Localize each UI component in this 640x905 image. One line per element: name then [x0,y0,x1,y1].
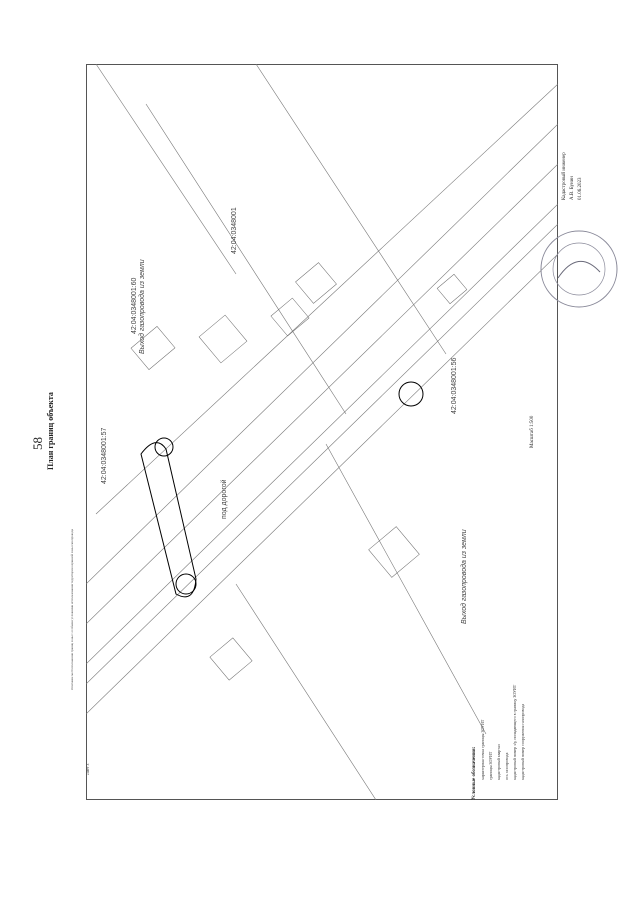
zone-boundary [140,442,197,598]
road-line [86,123,558,585]
parcel-label: 42:04:0348001:57 [101,427,108,484]
parcel-line [325,443,487,735]
annotation: Выход газопровода из земли [138,259,146,354]
building [209,637,253,681]
zone-ring [175,573,197,595]
road-line [86,163,558,625]
zone-ring [154,437,174,457]
parcel-line [145,103,347,415]
quarter-label: 42:04:0348001 [231,207,238,254]
building [130,325,176,371]
building [270,297,310,337]
zone-ring [398,381,424,407]
parcel-line [235,583,377,800]
building [368,526,420,578]
parcel-label: 42:04:0348001:56 [451,357,458,414]
annotation: Выход газопровода из земли [460,529,468,624]
building [295,262,337,304]
cadastral-map: 42:04:0348001 42:04:0348001:60 42:04:034… [86,64,558,800]
road-line [86,203,558,665]
legend-item: ось газопровода [504,752,509,780]
seal-stamp [538,228,620,310]
annotation: под дорогой [220,479,228,519]
legend-item: кадастровый номер з/у, попадающего в гра… [512,684,517,780]
building [436,273,468,305]
building [198,314,248,364]
legend-title: Условные обозначения: [472,746,477,800]
legend-item: кадастровый номер сооружения газопровода [520,703,525,780]
legend-item: границы ЗОУИТ [488,751,493,780]
signature-name: А.В. Бунин [570,176,575,200]
parcel-line [255,64,447,355]
signature-role: Кадастровый инженер [562,152,567,200]
parcel-line [95,64,237,275]
page-number: 58 [30,437,45,450]
legend-item: кадастровый квартал [496,744,501,780]
road-line [86,253,558,715]
plan-title: План границ объекта [46,392,55,470]
road-line [86,223,558,685]
legend-item: характерная точка границы ЗОУИТ [480,719,485,780]
parcel-label: 42:04:0348001:60 [131,277,138,334]
signature-date: 01.06.2023 [578,177,583,201]
map-frame [86,64,558,800]
header-note: Описание местоположения границ зоны с ос… [70,529,74,690]
road-line [95,83,558,515]
